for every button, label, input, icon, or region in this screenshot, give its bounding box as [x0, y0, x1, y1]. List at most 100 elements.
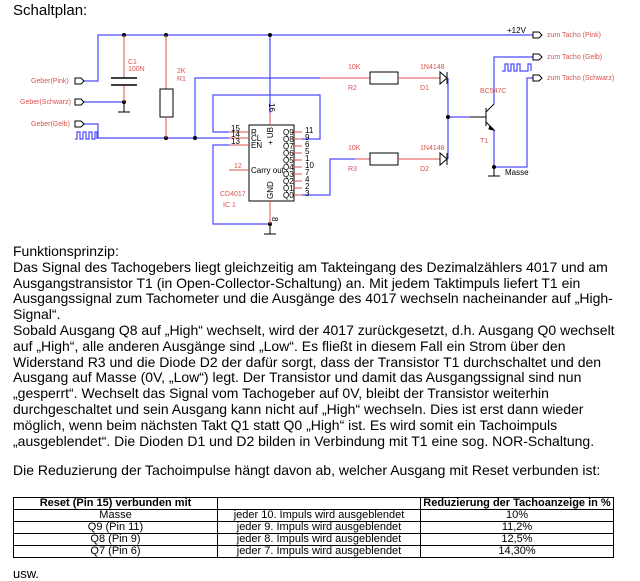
ic-pin-label: Q9: [283, 128, 294, 137]
header-reset: Reset (Pin 15) verbunden mit: [13, 497, 218, 510]
d2-value: 1N4148: [420, 145, 445, 152]
cell-pulse: jeder 9. Impuls wird ausgeblendet: [217, 521, 421, 534]
geber-pink-label: Geber(Pink): [31, 78, 69, 85]
cell-percent: 14,30%: [420, 545, 614, 558]
r1-name: R1: [177, 76, 186, 83]
r2-value: 10K: [348, 64, 361, 71]
ic-pin-label: Q1: [283, 184, 294, 193]
ic-pin16-num: 16: [267, 103, 276, 112]
diode-d1: [439, 70, 448, 86]
square-wave-output-icon: [502, 63, 532, 72]
tacho-gelb-label: zum Tacho (Gelb): [547, 54, 602, 61]
ic-pin12-num: 12: [234, 163, 242, 170]
table-intro: Die Reduzierung der Tachoimpulse hängt d…: [13, 462, 601, 478]
ic-pin-label: CL: [251, 134, 262, 143]
paragraph-2: Sobald Ausgang Q8 auf „High“ wechselt, w…: [13, 321, 615, 449]
d1-value: 1N4148: [420, 64, 445, 71]
ic-pin-number: 1: [305, 154, 310, 163]
cell-reset: Q8 (Pin 9): [13, 533, 218, 546]
table-row: Q7 (Pin 6) jeder 7. Impuls wird ausgeble…: [13, 545, 614, 558]
r2-name: R2: [348, 85, 357, 92]
page-heading: Schaltplan:: [13, 2, 88, 19]
ic-pin-number: 4: [305, 175, 310, 184]
t1-name: T1: [480, 138, 488, 145]
d2-name: D2: [420, 166, 429, 173]
section-title: Funktionsprinzip:: [13, 243, 119, 259]
ic-type: CD4017: [220, 191, 246, 198]
header-blank: [217, 497, 421, 510]
supply-label: +12V: [507, 26, 527, 35]
tacho-pink-label: zum Tacho (Pink): [547, 32, 601, 39]
ic-pin-label: Q0: [283, 191, 294, 200]
ic-pin-number: 7: [305, 168, 310, 177]
ic-pin-number: 10: [305, 161, 314, 170]
ic-pin-label: Q5: [283, 156, 294, 165]
connector-tacho-pink: zum Tacho (Pink): [532, 31, 601, 39]
diode-d2: [439, 151, 448, 167]
ic-pin-label: Q8: [283, 135, 294, 144]
footer-etc: usw.: [13, 566, 40, 581]
r3-value: 10K: [348, 145, 361, 152]
ic-pin-label: Q3: [283, 170, 294, 179]
geber-schwarz-label: Geber(Schwarz): [20, 99, 71, 106]
ic-pin-number: 6: [305, 140, 310, 149]
ground-label: Masse: [505, 168, 529, 177]
reset-table: Reset (Pin 15) verbunden mit Reduzierung…: [13, 497, 614, 558]
c1-value: 100N: [128, 66, 145, 73]
connector-geber-gelb: Geber(Gelb): [31, 120, 85, 128]
connector-geber-schwarz: Geber(Schwarz): [20, 98, 85, 106]
cell-percent: 10%: [420, 509, 614, 522]
paragraph-1: Das Signal des Tachogebers liegt gleichz…: [13, 258, 613, 323]
ic-pin-label: Q6: [283, 149, 294, 158]
r3-name: R3: [348, 166, 357, 173]
function-description: Funktionsprinzip: Das Signal des Tachoge…: [13, 243, 633, 449]
ground-symbols: [118, 102, 500, 235]
ic-cd4017: [229, 113, 295, 224]
ic-pin-number: 9: [305, 133, 310, 142]
ic-name: IC 1: [223, 202, 236, 209]
ic-pin8-num: 8: [270, 217, 279, 222]
ic-pin-label: Q4: [283, 163, 294, 172]
ic-pin-number: 13: [231, 137, 240, 146]
connector-tacho-gelb: zum Tacho (Gelb): [532, 53, 602, 61]
ic-pin-number: 15: [231, 124, 240, 133]
cell-pulse: jeder 10. Impuls wird ausgeblendet: [217, 509, 421, 522]
connector-tacho-schwarz: zum Tacho (Schwarz): [532, 74, 614, 82]
ic-carry-label: Carry out: [251, 166, 285, 175]
transistor-t1: [470, 103, 496, 131]
ic-pin-number: 2: [305, 182, 310, 191]
t1-type: BC547C: [480, 88, 506, 95]
table-header-row: Reset (Pin 15) verbunden mit Reduzierung…: [13, 497, 614, 510]
ic-pin-label: Q2: [283, 177, 294, 186]
resistor-r1: [159, 35, 174, 138]
ic-gnd-label: GND: [266, 181, 275, 199]
geber-gelb-label: Geber(Gelb): [31, 121, 70, 128]
ic-power-label: + UB: [266, 127, 275, 145]
cell-pulse: jeder 7. Impuls wird ausgeblendet: [217, 545, 421, 558]
wires: [84, 34, 533, 225]
tacho-schwarz-label: zum Tacho (Schwarz): [547, 75, 614, 82]
r1-value: 2K: [177, 68, 186, 75]
table-row: Masse jeder 10. Impuls wird ausgeblendet…: [13, 509, 614, 522]
cell-reset: Q9 (Pin 11): [13, 521, 218, 534]
c1-name: C1: [128, 59, 137, 66]
cell-reset: Masse: [13, 509, 218, 522]
ic-pin-number: 3: [305, 189, 310, 198]
cell-pulse: jeder 8. Impuls wird ausgeblendet: [217, 533, 421, 546]
cell-percent: 11,2%: [420, 521, 614, 534]
ic-pin-number: 14: [231, 130, 240, 139]
d1-name: D1: [420, 85, 429, 92]
connector-geber-pink: Geber(Pink): [31, 77, 85, 85]
ic-pin-label: R: [251, 128, 257, 137]
table-row: Q9 (Pin 11) jeder 9. Impuls wird ausgebl…: [13, 521, 614, 534]
ic-pin-number: 11: [305, 126, 314, 135]
cell-percent: 12,5%: [420, 533, 614, 546]
ic-pin-label: EN: [251, 141, 262, 150]
resistor-r3: [355, 152, 448, 166]
ic-pin-label: Q7: [283, 142, 294, 151]
cell-reset: Q7 (Pin 6): [13, 545, 218, 558]
ic-pin-number: 5: [305, 147, 310, 156]
table-row: Q8 (Pin 9) jeder 8. Impuls wird ausgeble…: [13, 533, 614, 546]
square-wave-input-icon: [75, 131, 98, 140]
